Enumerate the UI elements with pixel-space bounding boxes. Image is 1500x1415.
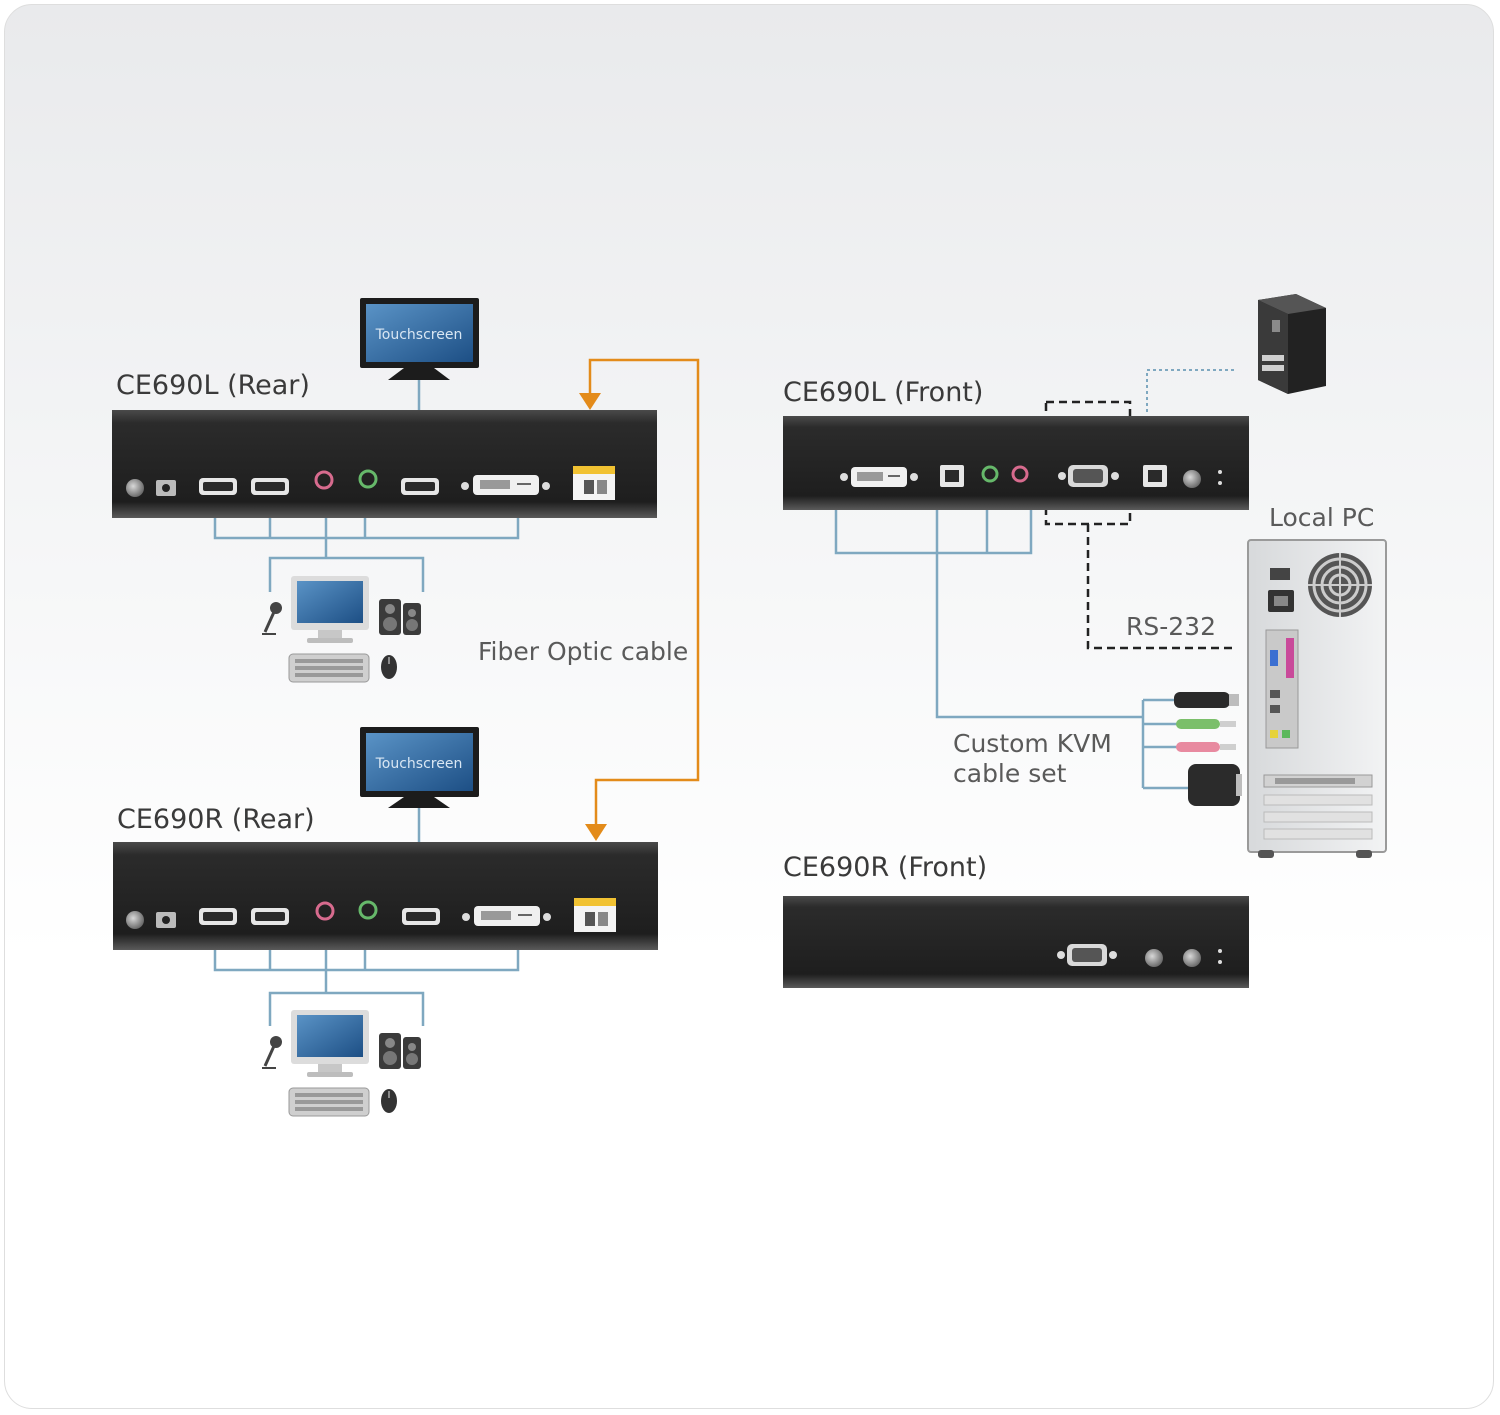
ce690l-front-label: CE690L (Front): [783, 377, 983, 408]
wiring-left: [213, 378, 520, 1026]
rs232-label: RS-232: [1126, 612, 1216, 641]
ce690l-rear-unit: [112, 410, 657, 518]
kvm-cable-connectors: [1174, 692, 1242, 806]
touchscreen-monitor-bottom: [360, 727, 479, 808]
touchscreen-label-bottom: Touchscreen: [375, 756, 463, 772]
ce690r-rear-unit: [113, 842, 658, 950]
console-set-top: [262, 576, 421, 683]
ce690r-front-label: CE690R (Front): [783, 852, 987, 883]
fiber-arrow-bottom: [585, 824, 607, 841]
fiber-arrow-top: [579, 393, 601, 410]
fiber-optic-label: Fiber Optic cable: [478, 637, 688, 666]
kvm-cable-label-line1: Custom KVM: [953, 729, 1112, 758]
kvm-cable-label-line2: cable set: [953, 759, 1067, 788]
diagram-background: [4, 4, 1494, 1409]
ce690r-front-unit: [783, 896, 1249, 988]
wiring-right: [834, 510, 1190, 790]
console-set-bottom: [262, 1010, 421, 1117]
local-pc-tower-icon: [1247, 539, 1387, 858]
server-tower-icon: [1258, 294, 1326, 394]
fiber-optic-cable: [588, 358, 700, 826]
touchscreen-label-top: Touchscreen: [375, 327, 463, 343]
local-pc-label: Local PC: [1269, 503, 1374, 532]
ce690l-rear-label: CE690L (Rear): [116, 370, 310, 401]
touchscreen-monitor-top: [360, 298, 479, 380]
dotted-link-to-server: [1146, 369, 1237, 412]
ce690l-front-unit: [783, 416, 1249, 510]
ce690r-rear-label: CE690R (Rear): [117, 804, 315, 835]
